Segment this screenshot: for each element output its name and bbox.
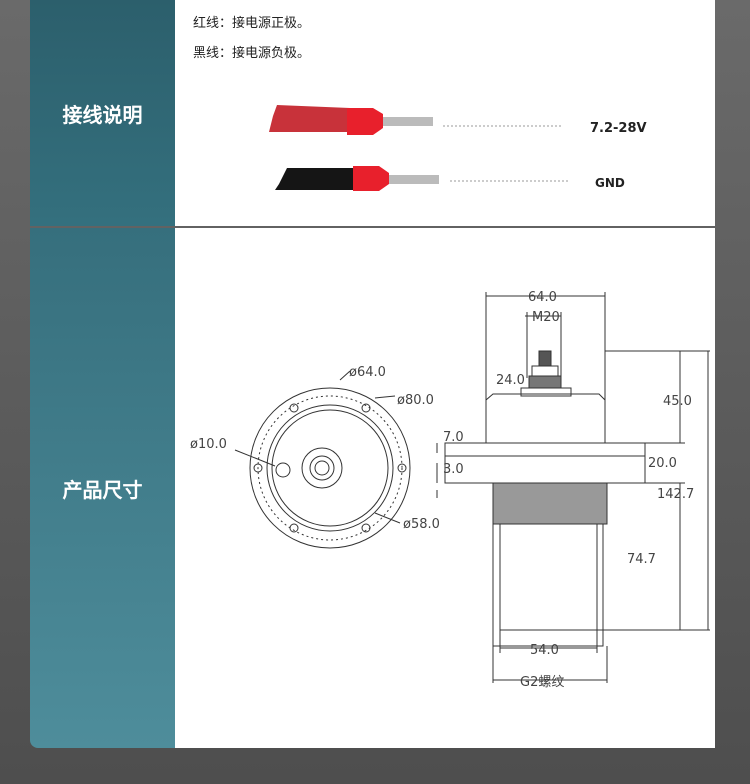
side-dim-h24: 24.0 bbox=[496, 373, 525, 388]
front-dim-d58: ø58.0 bbox=[403, 517, 440, 532]
side-dim-w54: 54.0 bbox=[530, 643, 559, 658]
side-dim-w64: 64.0 bbox=[528, 290, 557, 305]
side-dim-m20: M20 bbox=[532, 310, 560, 325]
section-label-dimensions: 产品尺寸 bbox=[30, 228, 175, 748]
side-dim-h20: 20.0 bbox=[648, 456, 677, 471]
front-dim-d64: ø64.0 bbox=[349, 365, 386, 380]
side-dim-thread: G2螺纹 bbox=[520, 675, 564, 690]
side-dim-t3: 3.0 bbox=[443, 462, 464, 477]
side-dim-t7: 7.0 bbox=[443, 430, 464, 445]
side-dim-h45: 45.0 bbox=[663, 394, 692, 409]
front-dim-d10: ø10.0 bbox=[190, 437, 227, 452]
side-dim-h142: 142.7 bbox=[657, 487, 694, 502]
front-view-drawing bbox=[234, 370, 411, 549]
black-wire-image bbox=[275, 166, 439, 191]
side-view-drawing bbox=[436, 292, 710, 683]
wiring-panel: 红线：接电源正极。 黑线：接电源负极。 7.2-28V GND bbox=[175, 0, 715, 226]
black-wire-label: GND bbox=[595, 176, 625, 190]
section-label-wiring: 接线说明 bbox=[30, 0, 175, 226]
red-wire-label: 7.2-28V bbox=[590, 121, 647, 136]
side-dim-h74: 74.7 bbox=[627, 552, 656, 567]
red-wire-note: 红线：接电源正极。 bbox=[193, 16, 311, 31]
dimensions-panel: ø64.0 ø80.0 ø10.0 ø58.0 64.0 M20 24.0 45… bbox=[175, 228, 715, 748]
red-wire-image bbox=[269, 105, 433, 135]
front-dim-d80: ø80.0 bbox=[397, 393, 434, 408]
black-wire-note: 黑线：接电源负极。 bbox=[193, 46, 311, 61]
wire-illustration: 7.2-28V GND bbox=[269, 105, 647, 191]
